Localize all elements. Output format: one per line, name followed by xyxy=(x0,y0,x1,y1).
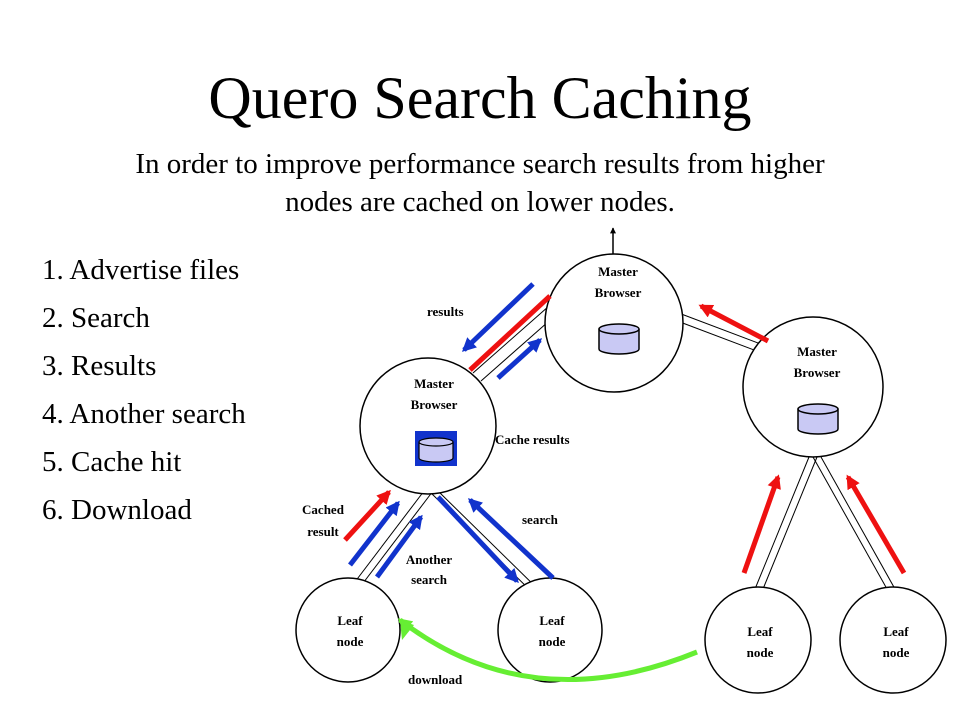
cache-results-label: Cache results xyxy=(495,432,570,447)
advertise-arrow xyxy=(845,474,907,575)
another-search-arrow xyxy=(374,514,424,579)
another-search-label: Another xyxy=(406,552,452,567)
cached-result-arrow xyxy=(343,489,391,542)
node-label: Master xyxy=(797,344,837,359)
search-arrow xyxy=(467,498,555,580)
node-label: Master xyxy=(414,376,454,391)
master-browser-node-top xyxy=(544,253,684,393)
step-item: 1. Advertise files xyxy=(42,254,240,286)
step-item: 2. Search xyxy=(42,302,150,334)
cached-result-label: Cached xyxy=(302,502,345,517)
cache-results-arrow xyxy=(496,338,543,380)
advertise-arrow xyxy=(741,474,781,574)
node-label: Leaf xyxy=(337,613,363,628)
slide-subtitle: In order to improve performance search r… xyxy=(135,148,825,218)
step-item: 5. Cache hit xyxy=(42,446,182,478)
leaf-node-1 xyxy=(295,577,401,683)
node-label: Leaf xyxy=(747,624,773,639)
database-icon xyxy=(797,403,839,435)
slide-title: Quero Search Caching xyxy=(208,65,752,131)
download-arrow-head-left xyxy=(400,620,414,640)
node-label: Browser xyxy=(411,397,458,412)
master-browser-node-left xyxy=(359,357,497,495)
search-arrow xyxy=(436,495,519,584)
node-label: node xyxy=(747,645,774,660)
step-item: 6. Download xyxy=(42,494,192,526)
step-item: 3. Results xyxy=(42,350,157,382)
leaf-node-2 xyxy=(497,577,603,683)
download-label: download xyxy=(408,672,463,687)
node-label: Browser xyxy=(595,285,642,300)
node-label: Leaf xyxy=(883,624,909,639)
connector xyxy=(344,490,434,596)
node-label: Master xyxy=(598,264,638,279)
another-search-arrow xyxy=(348,500,400,567)
node-label: Leaf xyxy=(539,613,565,628)
step-item: 4. Another search xyxy=(42,398,246,430)
results-label: results xyxy=(427,304,464,319)
connector xyxy=(812,456,896,590)
another-search-label: search xyxy=(411,572,448,587)
leaf-node-3 xyxy=(704,586,812,694)
leaf-node-4 xyxy=(839,586,947,694)
connector xyxy=(472,305,558,382)
connector xyxy=(754,456,818,590)
master-browser-node-right xyxy=(742,316,884,458)
cache-hit-database-icon xyxy=(415,431,457,466)
database-icon xyxy=(598,323,640,355)
node-label: node xyxy=(539,634,566,649)
steps-list: 1. Advertise files 2. Search 3. Results … xyxy=(42,250,246,538)
node-label: Browser xyxy=(794,365,841,380)
results-arrow xyxy=(461,282,535,352)
results-arrow xyxy=(468,294,552,372)
advertise-arrow xyxy=(698,303,770,344)
node-label: node xyxy=(337,634,364,649)
node-label: node xyxy=(883,645,910,660)
download-arrow xyxy=(397,618,698,682)
cached-result-label: result xyxy=(307,524,339,539)
search-label: search xyxy=(522,512,559,527)
